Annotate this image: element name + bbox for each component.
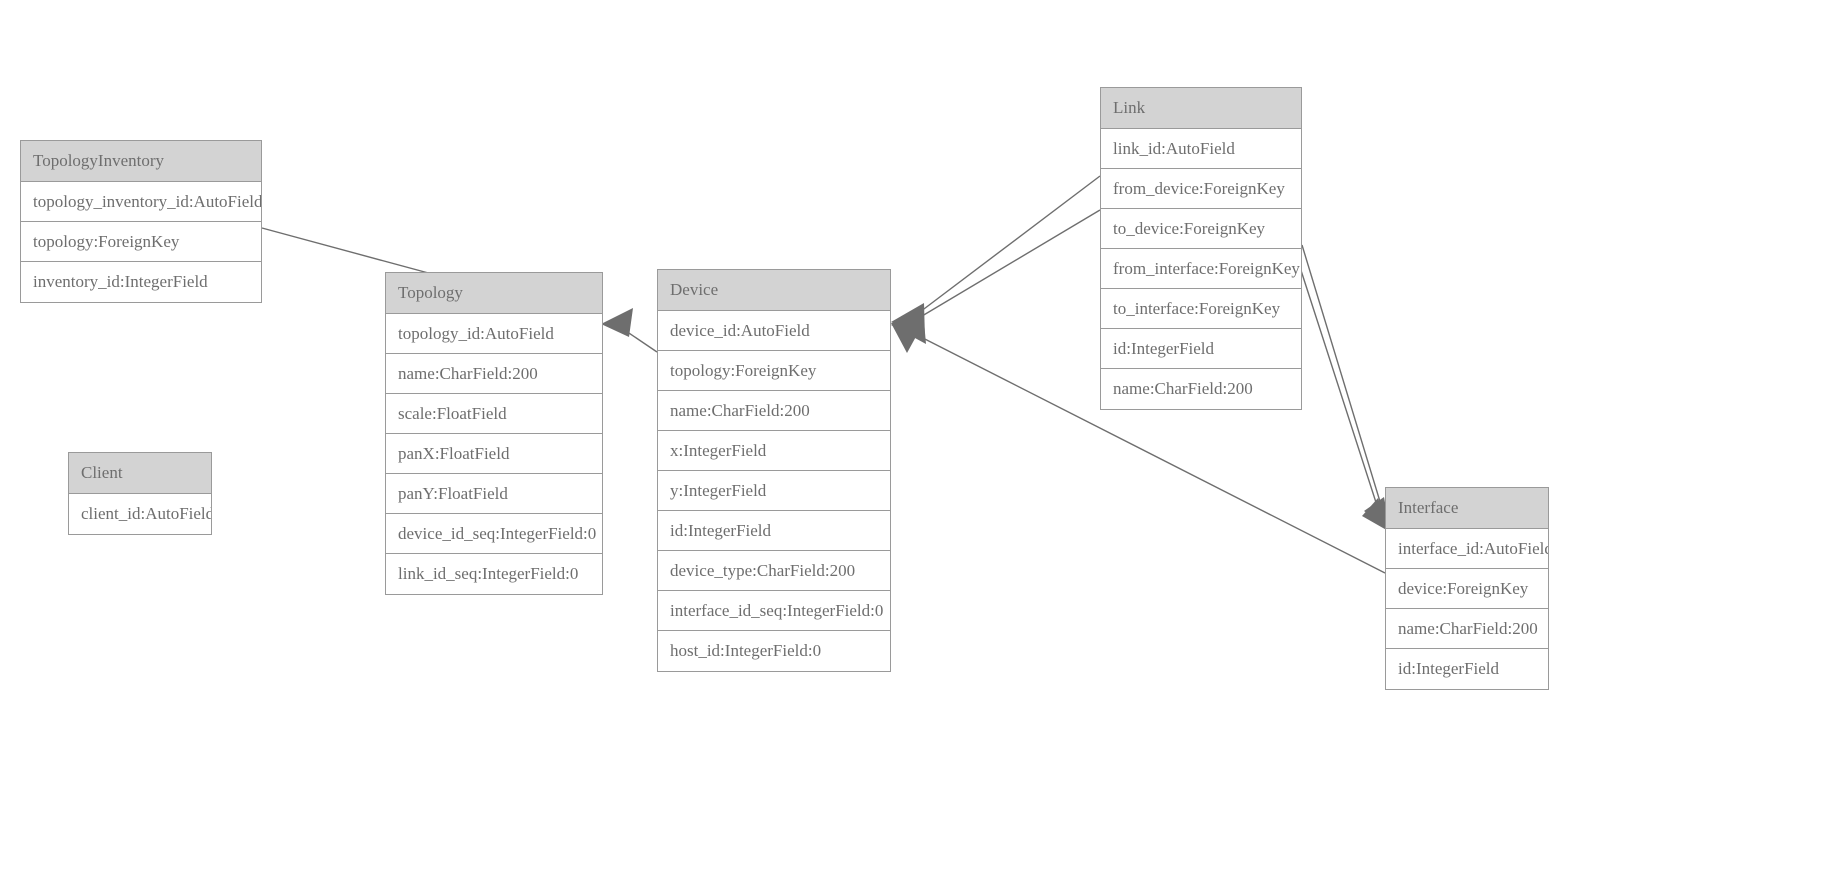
entity-title-device: Device	[658, 270, 890, 311]
entity-field: name:CharField:200	[1101, 369, 1301, 409]
entity-field: panX:FloatField	[386, 434, 602, 474]
entity-title-interface: Interface	[1386, 488, 1548, 529]
relationship-link-to-interface	[1296, 257, 1390, 532]
relationship-arrowhead	[891, 310, 926, 344]
entity-field: topology:ForeignKey	[21, 222, 261, 262]
entity-field: from_device:ForeignKey	[1101, 169, 1301, 209]
entity-field: device_id_seq:IntegerField:0	[386, 514, 602, 554]
entity-field: interface_id:AutoField	[1386, 529, 1548, 569]
entity-field: device_id:AutoField	[658, 311, 890, 351]
relationship-link-from-device	[891, 175, 1101, 339]
entity-title-link: Link	[1101, 88, 1301, 129]
relationship-device-topology	[601, 308, 658, 353]
entity-field: device_type:CharField:200	[658, 551, 890, 591]
relationship-link-from-interface	[1301, 244, 1390, 530]
entity-field: scale:FloatField	[386, 394, 602, 434]
relationship-line	[911, 209, 1101, 323]
entity-field: panY:FloatField	[386, 474, 602, 514]
relationship-link-to-device	[891, 209, 1101, 344]
entity-field: topology_id:AutoField	[386, 314, 602, 354]
entity-field: link_id_seq:IntegerField:0	[386, 554, 602, 594]
relationship-line	[1301, 244, 1386, 519]
entity-title-topology: Topology	[386, 273, 602, 314]
entity-title-topology-inventory: TopologyInventory	[21, 141, 261, 182]
entity-field: id:IntegerField	[1101, 329, 1301, 369]
entity-field: name:CharField:200	[386, 354, 602, 394]
entity-field: topology_inventory_id:AutoField	[21, 182, 261, 222]
entity-title-client: Client	[69, 453, 211, 494]
entity-field: to_interface:ForeignKey	[1101, 289, 1301, 329]
entity-field: from_interface:ForeignKey	[1101, 249, 1301, 289]
entity-field: name:CharField:200	[1386, 609, 1548, 649]
entity-field: name:CharField:200	[658, 391, 890, 431]
relationship-arrowhead	[891, 322, 924, 353]
entity-field: topology:ForeignKey	[658, 351, 890, 391]
relationship-line	[619, 326, 658, 353]
relationship-line	[1296, 257, 1383, 522]
entity-field: y:IntegerField	[658, 471, 890, 511]
entity-field: x:IntegerField	[658, 431, 890, 471]
relationship-arrowhead	[891, 303, 925, 339]
entity-field: inventory_id:IntegerField	[21, 262, 261, 302]
entity-field: client_id:AutoField	[69, 494, 211, 534]
entity-field: host_id:IntegerField:0	[658, 631, 890, 671]
entity-field: link_id:AutoField	[1101, 129, 1301, 169]
relationship-arrowhead	[601, 308, 633, 337]
entity-field: id:IntegerField	[1386, 649, 1548, 689]
entity-field: to_device:ForeignKey	[1101, 209, 1301, 249]
entity-field: id:IntegerField	[658, 511, 890, 551]
relationship-line	[911, 175, 1101, 319]
entity-field: device:ForeignKey	[1386, 569, 1548, 609]
entity-field: interface_id_seq:IntegerField:0	[658, 591, 890, 631]
